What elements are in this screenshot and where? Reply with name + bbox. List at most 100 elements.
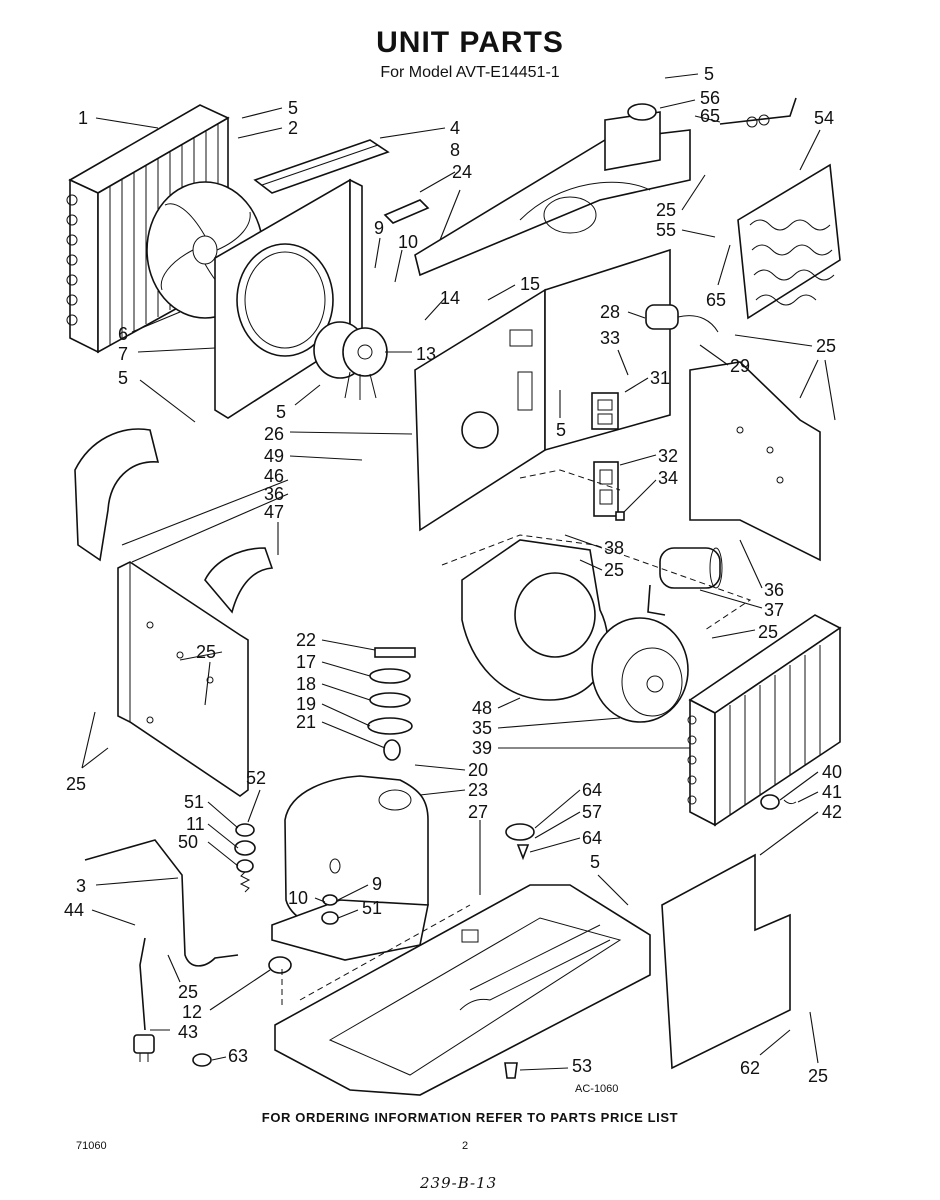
callout-5b: 5: [118, 368, 128, 388]
callout-42: 42: [822, 802, 842, 822]
callout-21: 21: [296, 712, 316, 732]
callout-65b: 65: [706, 290, 726, 310]
handwritten-annotation: 239-B-13: [420, 1174, 498, 1192]
callout-28: 28: [600, 302, 620, 322]
callout-39: 39: [472, 738, 492, 758]
callout-22: 22: [296, 630, 316, 650]
page-title: UNIT PARTS: [376, 26, 564, 59]
heater-element-drawing: [737, 163, 841, 320]
callout-19: 19: [296, 694, 316, 714]
callout-36: 36: [264, 484, 284, 504]
top-cover-drawing: [253, 139, 390, 194]
callout-54: 54: [814, 108, 834, 128]
callout-27: 27: [468, 802, 488, 822]
callout-12: 12: [182, 1002, 202, 1022]
callout-25h: 25: [808, 1066, 828, 1086]
callout-41: 41: [822, 782, 842, 802]
overload-protector-drawing: [627, 103, 657, 121]
callout-47: 47: [264, 502, 284, 522]
air-deflector-drawing: [74, 428, 274, 614]
tubing-clamp-stack-drawing: [367, 647, 416, 761]
callout-55: 55: [656, 220, 676, 240]
callout-64: 64: [582, 780, 602, 800]
left-side-panel-drawing: [117, 561, 249, 797]
callout-5: 5: [288, 98, 298, 118]
callout-2: 2: [288, 118, 298, 138]
callout-63: 63: [228, 1046, 248, 1066]
callout-25c: 25: [604, 560, 624, 580]
callout-29: 29: [730, 356, 750, 376]
callout-34: 34: [658, 468, 678, 488]
callout-51: 51: [184, 792, 204, 812]
drain-plug-drawing: [760, 794, 797, 810]
power-cord-drawing: [133, 937, 155, 1062]
callout-4: 4: [450, 118, 460, 138]
compressor-drawing: [271, 775, 429, 961]
partition-panel-drawing: [414, 248, 671, 532]
callout-10b: 10: [288, 888, 308, 908]
blower-motor-drawing: [647, 547, 723, 616]
callout-57: 57: [582, 802, 602, 822]
bracket-drawing: [383, 199, 430, 224]
callout-17: 17: [296, 652, 316, 672]
callout-9: 9: [374, 218, 384, 238]
callout-5f: 5: [590, 852, 600, 872]
switch-drawing: [591, 392, 619, 430]
callout-31: 31: [650, 368, 670, 388]
callout-25b: 25: [816, 336, 836, 356]
callout-26: 26: [264, 424, 284, 444]
callout-15: 15: [520, 274, 540, 294]
callout-7: 7: [118, 344, 128, 364]
callout-62: 62: [740, 1058, 760, 1078]
callout-53: 53: [572, 1056, 592, 1076]
callout-36b: 36: [764, 580, 784, 600]
model-subtitle: For Model AVT-E14451-1: [380, 64, 560, 81]
callout-25f: 25: [66, 774, 86, 794]
callout-65: 65: [700, 106, 720, 126]
callout-52: 52: [246, 768, 266, 788]
control-panel-drawing: [689, 361, 821, 562]
capillary-tube-drawing: [84, 839, 239, 967]
callout-23: 23: [468, 780, 488, 800]
callout-24: 24: [452, 162, 472, 182]
grommet-stack-drawing: [234, 823, 339, 974]
callout-3: 3: [76, 876, 86, 896]
base-pan-drawing: [274, 884, 651, 1096]
fan-motor-drawing: [313, 321, 388, 400]
callout-25e: 25: [196, 642, 216, 662]
callout-9b: 9: [372, 874, 382, 894]
terminal-cover-drawing: [505, 823, 535, 861]
callout-20: 20: [468, 760, 488, 780]
diagram-reference-code: AC-1060: [575, 1083, 619, 1095]
callout-35: 35: [472, 718, 492, 738]
callout-33: 33: [600, 328, 620, 348]
callout-50: 50: [178, 832, 198, 852]
callout-5e: 5: [556, 420, 566, 440]
callout-5d: 5: [704, 64, 714, 84]
page-number: 2: [462, 1140, 469, 1152]
callout-25d: 25: [758, 622, 778, 642]
filter-drawing: [661, 853, 791, 1070]
callout-48: 48: [472, 698, 492, 718]
assembly-dash-lines: [281, 469, 752, 1005]
callout-40: 40: [822, 762, 842, 782]
callout-8: 8: [450, 140, 460, 160]
callout-labels: 1 5 2 4 8 24 9 10 15 14 6 7 13 5 5 26 49…: [64, 64, 842, 1086]
evaporator-coil-drawing: [687, 614, 842, 827]
callout-51b: 51: [362, 898, 382, 918]
callout-25g: 25: [178, 982, 198, 1002]
callout-32: 32: [658, 446, 678, 466]
callout-6: 6: [118, 324, 128, 344]
thermostat-bulb-drawing: [719, 97, 797, 128]
center-duct-drawing: [414, 111, 691, 277]
nut-drawing: [192, 1053, 212, 1067]
blower-wheel-drawing: [591, 617, 689, 723]
callout-13: 13: [416, 344, 436, 364]
switch-plate-drawing: [593, 461, 625, 521]
ordering-info-note: FOR ORDERING INFORMATION REFER TO PARTS …: [261, 1110, 679, 1125]
capacitor-drawing: [645, 304, 719, 333]
callout-43: 43: [178, 1022, 198, 1042]
callout-56: 56: [700, 88, 720, 108]
